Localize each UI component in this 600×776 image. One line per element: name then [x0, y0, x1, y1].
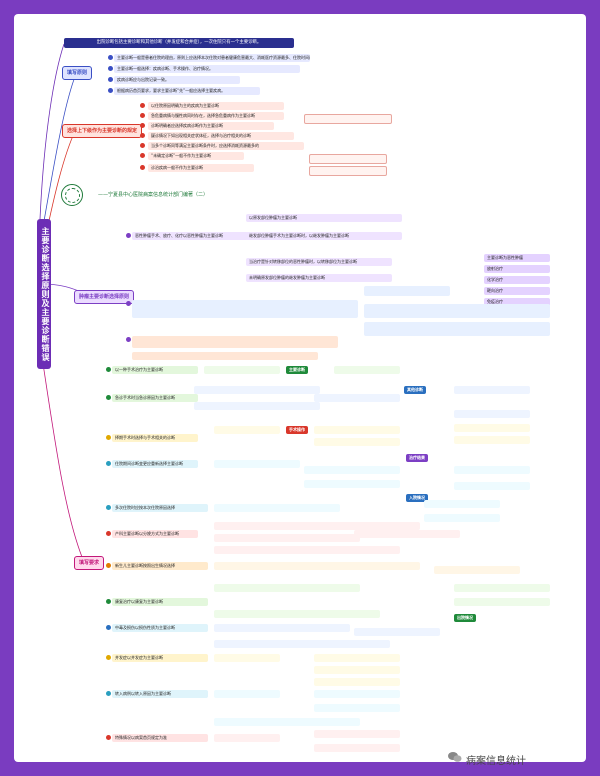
s4-badge: 入院情况	[406, 494, 428, 502]
s4-item: 并发症以并发症为主要诊断	[112, 654, 208, 662]
s3-item: 恶性肿瘤手术、放疗、化疗以恶性肿瘤为主要诊断	[132, 232, 248, 240]
s4-item: 产科主要诊断以分娩方式为主要诊断	[112, 530, 198, 538]
s4-item: 以一种手术治疗为主要诊断	[112, 366, 198, 374]
category-upper-lower-rules: 选择上下级作为主要诊断的规定	[62, 124, 143, 138]
s4-item: 择期手术时选择与手术相关的诊断	[112, 434, 198, 442]
subtitle: ——宁夏县中心医院病案信息统计部门编著（二）	[98, 192, 209, 198]
s3-right: 免疫治疗	[484, 298, 550, 306]
s4-badge: 主要诊断	[286, 366, 308, 374]
s1-item: 疾病诊断应与出院记录一致。	[114, 76, 240, 84]
category-tumor-principles: 肿瘤主要诊断选择原则	[74, 290, 135, 304]
mindmap-sheet: 主要诊断选择原则及主要诊断错误 出院诊断包括主要诊断和其他诊断（并发症和合并症）…	[14, 14, 586, 762]
root-topic: 主要诊断选择原则及主要诊断错误	[37, 219, 51, 369]
s2-note	[304, 114, 392, 124]
s3-right: 放射治疗	[484, 265, 550, 273]
s3-block	[132, 300, 358, 318]
s2-note	[309, 166, 387, 176]
s4-item: 多次住院时应按本次住院原因选择	[112, 504, 208, 512]
category-fill-requirements: 填写要求	[74, 556, 105, 570]
s2-item: 诊断明确者应选择疾病诊断作为主要诊断	[148, 122, 274, 130]
s4-item: 特殊情况以病案首页规定为准	[112, 734, 208, 742]
s3-item: 未明确原发部位肿瘤的继发肿瘤为主要诊断	[246, 274, 392, 282]
watermark: 病案信息统计	[466, 756, 526, 767]
s4-item: 急诊手术时当急诊原因为主要诊断	[112, 394, 198, 402]
s3-item: 当治疗是针对转移部位的恶性肿瘤时，以转移部位为主要诊断	[246, 258, 392, 266]
s4-item: 转入病例以转入原因为主要诊断	[112, 690, 208, 698]
s3-block	[364, 286, 450, 296]
s4-item: 住院期间诊断变更应重新选择主要诊断	[112, 460, 198, 468]
s2-item: 以住院原因明确为主的疾病为主要诊断	[148, 102, 284, 110]
s1-item: 根据病历首页要求，要求主要诊断“先”一般应选择主要疾病。	[114, 87, 260, 95]
s2-item: “未确定诊断”一般不作为主要诊断	[148, 152, 244, 160]
s3-right: 主要诊断为恶性肿瘤	[484, 254, 550, 262]
s3-block	[364, 322, 550, 336]
hospital-logo-icon	[61, 184, 83, 206]
s2-item: 急危重病情与慢性病同时存在，选择急危重病作为主要诊断	[148, 112, 284, 120]
s1-item: 主要诊断一般选择：疾病诊断、手术操作、治疗情况。	[114, 65, 300, 73]
s3-item: 以原发部位肿瘤为主要诊断	[246, 214, 402, 222]
s4-item: 康复治疗以康复为主要诊断	[112, 598, 208, 606]
s3-item: 继发部位肿瘤手术为主要诊断时，以继发肿瘤为主要诊断	[246, 232, 402, 240]
s3-right: 靶向治疗	[484, 287, 550, 295]
s3-block	[132, 352, 318, 360]
s3-block	[364, 304, 550, 318]
s4-badge: 治疗结果	[406, 454, 428, 462]
s2-item: 诊治疾病一般不作为主要诊断	[148, 164, 254, 172]
category-fill-principles: 填写原则	[62, 66, 93, 80]
s4-badge: 其他诊断	[404, 386, 426, 394]
s2-item: 疑诊情况下如出现相关症状体征，选择与治疗相关的诊断	[148, 132, 294, 140]
s3-block	[132, 336, 338, 348]
s1-item: 主要诊断一般是患者住院的理由，原则上应选择本次住院对患者健康危害最大、消耗医疗资…	[114, 54, 310, 62]
title-banner: 出院诊断包括主要诊断和其他诊断（并发症和合并症），一次住院只有一个主要诊断。	[64, 38, 294, 48]
s4-badge: 出院情况	[454, 614, 476, 622]
s4-item: 新生儿主要诊断按照出生情况选择	[112, 562, 208, 570]
s4-item: 中毒及损伤以损伤性质为主要诊断	[112, 624, 208, 632]
s3-right: 化学治疗	[484, 276, 550, 284]
wechat-icon	[448, 752, 462, 762]
s2-item: 当多个诊断同等满足主要诊断条件时，应选择消耗资源最多的	[148, 142, 304, 150]
s4-badge: 手术操作	[286, 426, 308, 434]
s2-note	[309, 154, 387, 164]
